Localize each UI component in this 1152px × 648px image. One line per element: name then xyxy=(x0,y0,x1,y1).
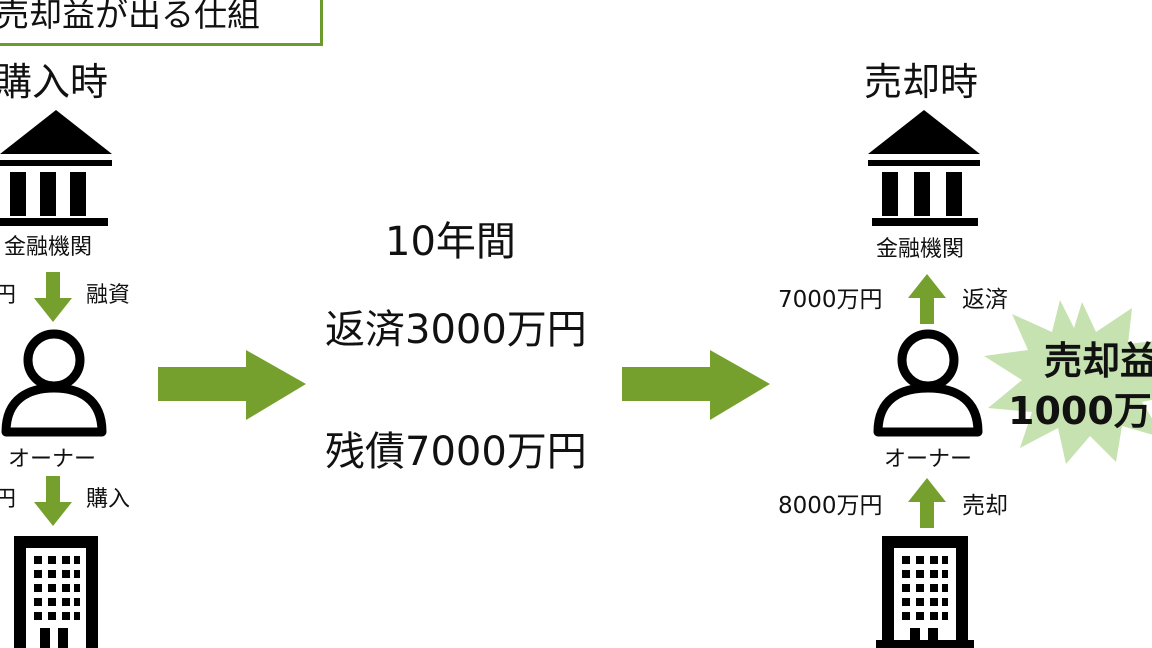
profit-label-line2: 1000万 xyxy=(1008,389,1152,433)
sale-repay-amount: 7000万円 xyxy=(778,287,883,313)
sale-label: 売却 xyxy=(962,493,1008,519)
sale-amount: 8000万円 xyxy=(778,493,883,519)
purchase-loan-amount: 円 xyxy=(0,283,17,308)
sale-bank-icon xyxy=(868,110,980,226)
purchase-buy-amount: 円 xyxy=(0,487,17,512)
sale-heading: 売却時 xyxy=(864,60,979,104)
purchase-bank-icon xyxy=(0,110,112,226)
remaining-debt-text: 残債7000万円 xyxy=(325,429,587,475)
sale-repay-label: 返済 xyxy=(962,287,1008,313)
purchase-bank-label: 金融機関 xyxy=(4,235,93,260)
purchase-owner-label: オーナー xyxy=(8,447,97,472)
repaid-text: 返済3000万円 xyxy=(325,307,587,353)
sale-bank-label: 金融機関 xyxy=(876,237,965,262)
sale-owner-person-icon xyxy=(873,329,983,437)
purchase-owner-person-icon xyxy=(1,329,107,437)
profit-starburst-shape xyxy=(984,300,1152,464)
period-text: 10年間 xyxy=(385,219,516,265)
arrow-down-icon xyxy=(34,476,72,526)
title-box: 売却益が出る仕組 xyxy=(0,0,323,46)
sale-owner-label: オーナー xyxy=(884,447,973,472)
arrow-right-icon xyxy=(158,350,306,420)
purchase-loan-label: 融資 xyxy=(86,283,131,308)
diagram-title: 売却益が出る仕組 xyxy=(0,0,260,34)
sale-building-icon xyxy=(876,536,974,648)
purchase-heading: 購入時 xyxy=(0,60,109,104)
purchase-building-icon xyxy=(14,536,98,648)
arrow-down-icon xyxy=(34,272,72,322)
arrow-up-icon xyxy=(908,274,946,324)
arrow-up-icon xyxy=(908,478,946,528)
purchase-buy-label: 購入 xyxy=(86,487,131,512)
arrow-right-icon xyxy=(622,350,770,420)
profit-label-line1: 売却益 xyxy=(1044,339,1152,383)
